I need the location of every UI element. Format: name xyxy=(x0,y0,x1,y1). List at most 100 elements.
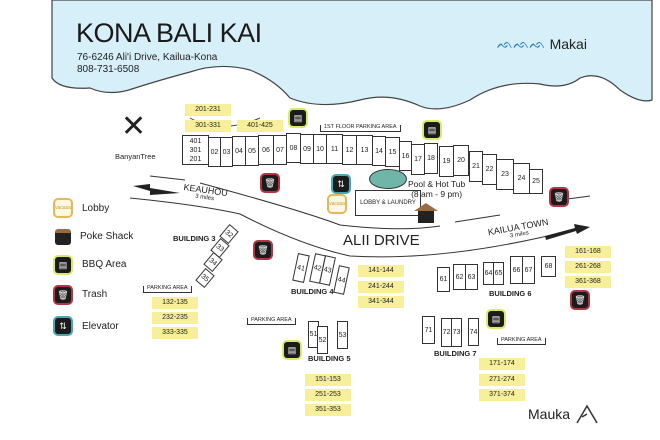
lobby-laundry-building[interactable]: LOBBY & LAUNDRY xyxy=(355,190,421,216)
unit-range: 271-274 xyxy=(479,374,525,386)
pool-label: Pool & Hot Tub(8 am - 9 pm) xyxy=(408,179,465,199)
unit[interactable]: 74 xyxy=(468,318,479,346)
first-floor-parking-label: 1ST FLOOR PARKING AREA xyxy=(320,124,401,132)
trash-icon[interactable]: 🗑 xyxy=(262,175,278,191)
arrow-left-icon xyxy=(133,184,180,195)
road-label: ALII DRIVE xyxy=(343,232,420,249)
unit-range: 333-335 xyxy=(152,327,198,339)
unit[interactable]: 25 xyxy=(529,169,543,194)
poke-shack-hut-icon[interactable] xyxy=(414,203,438,225)
legend-elevator: Elevator xyxy=(82,321,119,332)
unit[interactable]: 12 xyxy=(342,135,357,165)
parking-area-label: PARKING AREA xyxy=(497,337,546,345)
unit[interactable]: 04 xyxy=(232,136,246,166)
building-5-label: BUILDING 5 xyxy=(308,354,351,363)
trash-icon[interactable]: 🗑 xyxy=(255,242,271,258)
unit[interactable]: 20 xyxy=(453,145,469,176)
arrow-right-icon xyxy=(545,224,590,240)
pool-shape xyxy=(369,169,407,189)
trash-icon[interactable]: 🗑 xyxy=(572,292,588,308)
building-6-label: BUILDING 6 xyxy=(489,289,532,298)
phone-text: 808-731-6508 xyxy=(77,64,140,75)
unit[interactable]: 23 xyxy=(496,159,514,190)
unit-range: 351-353 xyxy=(305,404,351,416)
unit[interactable]: 52 xyxy=(317,326,328,354)
pool-text: Pool & Hot Tub xyxy=(408,179,466,189)
legend-trash: Trash xyxy=(82,289,108,300)
resort-title: KONA BALI KAI xyxy=(76,18,262,48)
unit-range: 401-425 xyxy=(237,120,283,132)
unit-range: 301-331 xyxy=(185,120,231,132)
unit[interactable]: 15 xyxy=(385,137,400,167)
address-text: 76-6246 Ali'i Drive, Kailua-Kona xyxy=(77,52,218,63)
parking-area-label: PARKING AREA xyxy=(247,317,296,325)
unit-range: 371-374 xyxy=(479,389,525,401)
unit[interactable]: 17 xyxy=(411,144,425,175)
makai-text: Makai xyxy=(549,36,587,52)
bbq-grill-icon: ▤ xyxy=(55,257,71,273)
elevator-icon[interactable]: ⇅ xyxy=(333,176,349,192)
unit-range: 141-144 xyxy=(358,265,404,277)
unit[interactable]: 16 xyxy=(399,141,412,171)
unit[interactable]: 63 xyxy=(465,264,478,290)
unit[interactable]: 07 xyxy=(273,135,287,165)
mauka-text: Mauka xyxy=(528,406,571,422)
pool-hours: (8 am - 9 pm) xyxy=(411,189,463,199)
unit[interactable]: 14 xyxy=(372,136,386,166)
unit[interactable]: 22 xyxy=(482,154,497,185)
unit[interactable]: 65 xyxy=(493,262,504,285)
banyan-tree-label: BanyanTree xyxy=(115,152,156,161)
hut-icon xyxy=(55,229,71,245)
unit-range: 151-153 xyxy=(305,374,351,386)
unit[interactable]: 71 xyxy=(422,316,435,344)
unit[interactable]: 68 xyxy=(541,256,556,277)
unit[interactable]: 67 xyxy=(522,256,535,284)
building-7-label: BUILDING 7 xyxy=(434,349,477,358)
unit[interactable]: 08 xyxy=(286,133,301,163)
unit[interactable]: 13 xyxy=(356,135,373,165)
unit[interactable]: 18 xyxy=(424,143,438,174)
building-3-label: BUILDING 3 xyxy=(173,234,216,243)
vacasa-lobby-icon: vacasa xyxy=(55,200,71,216)
unit[interactable]: 11 xyxy=(326,134,343,164)
building-4-label: BUILDING 4 xyxy=(291,287,334,296)
elevator-icon: ⇅ xyxy=(55,318,71,334)
bbq-grill-icon[interactable]: ▤ xyxy=(488,311,504,327)
unit-range: 341-344 xyxy=(358,296,404,308)
unit-range: 241-244 xyxy=(358,281,404,293)
unit[interactable]: 21 xyxy=(469,151,483,182)
unit-401-301-201[interactable]: 401 301 201 xyxy=(182,135,209,165)
unit-range: 171-174 xyxy=(479,358,525,370)
unit-range: 132-135 xyxy=(152,297,198,309)
unit-range: 201-231 xyxy=(185,104,231,116)
unit[interactable]: 53 xyxy=(337,321,348,349)
parking-area-label: PARKING AREA xyxy=(143,285,192,293)
waves-icon: ᨒᨒᨒ xyxy=(497,36,546,51)
unit[interactable]: 24 xyxy=(513,163,530,194)
bbq-grill-icon[interactable]: ▤ xyxy=(284,342,300,358)
unit[interactable]: 05 xyxy=(245,136,259,166)
unit[interactable]: 09 xyxy=(300,134,314,164)
unit[interactable]: 61 xyxy=(437,267,450,292)
trash-icon: 🗑 xyxy=(55,287,71,303)
legend-poke-shack: Poke Shack xyxy=(80,231,134,242)
unit[interactable]: 19 xyxy=(439,146,454,177)
unit[interactable]: 73 xyxy=(451,318,462,347)
legend-lobby: Lobby xyxy=(82,203,110,214)
bbq-grill-icon[interactable]: ▤ xyxy=(424,122,440,138)
unit[interactable]: 10 xyxy=(313,134,327,164)
surfboards-icon: ✕ xyxy=(121,110,147,143)
mountain-icon xyxy=(576,404,598,424)
unit-range: 361-368 xyxy=(565,276,611,288)
legend-bbq: BBQ Area xyxy=(82,259,127,270)
unit-range: 251-253 xyxy=(305,389,351,401)
unit-range: 161-168 xyxy=(565,246,611,258)
trash-icon[interactable]: 🗑 xyxy=(551,189,567,205)
vacasa-lobby-icon[interactable]: vacasa xyxy=(329,196,345,212)
bbq-grill-icon[interactable]: ▤ xyxy=(290,110,306,126)
unit[interactable]: 06 xyxy=(258,135,274,165)
unit-range: 232-235 xyxy=(152,312,198,324)
mauka-label: Mauka xyxy=(528,404,598,424)
